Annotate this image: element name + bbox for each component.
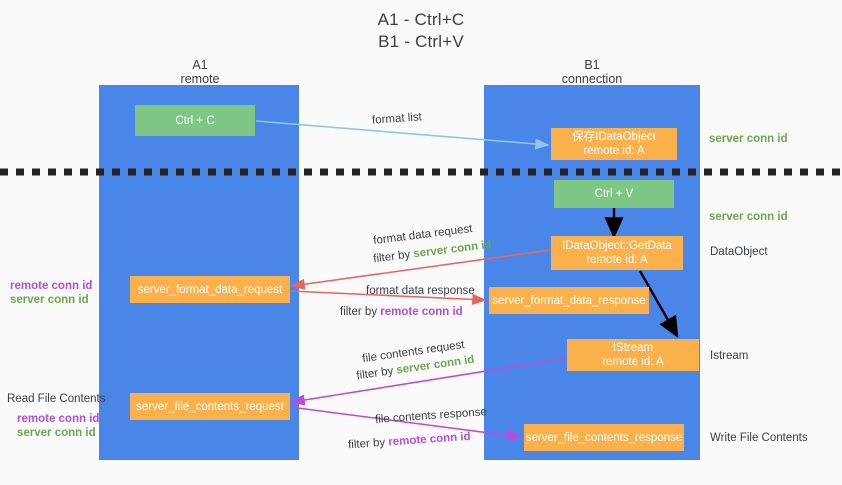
filter-key-remote-conn-id: remote conn id xyxy=(387,430,471,449)
box-idataobject-getdata[interactable]: IDataObject::GetData remote id: A xyxy=(551,236,683,270)
box-save-idataobject-line2: remote id: A xyxy=(583,145,645,157)
box-ctrl-c-label: Ctrl + C xyxy=(175,114,215,127)
edge-label-file-contents-response: file contents response xyxy=(374,406,488,426)
label-right-dataobject: DataObject xyxy=(710,246,768,258)
edge-label-format-data-response: format data response xyxy=(366,285,475,297)
label-left-read-file-contents: Read File Contents xyxy=(7,393,106,405)
column-header-a1: A1 remote xyxy=(115,58,285,86)
box-server-file-contents-request[interactable]: server_file_contents_request xyxy=(130,393,290,420)
box-server-file-contents-request-label: server_file_contents_request xyxy=(136,400,284,413)
box-istream-line2: remote id: A xyxy=(602,356,664,368)
column-b1-role: connection xyxy=(561,72,623,86)
diagram-title-line2: B1 - Ctrl+V xyxy=(378,32,464,51)
box-ctrl-c[interactable]: Ctrl + C xyxy=(135,105,255,136)
column-a1-role: remote xyxy=(180,72,220,86)
diagram-title-line1: A1 - Ctrl+C xyxy=(377,10,465,29)
box-idataobject-getdata-line1: IDataObject::GetData xyxy=(562,240,672,252)
box-ctrl-v-label: Ctrl + V xyxy=(594,188,634,200)
box-istream-line1: IStream xyxy=(612,342,654,354)
column-b1-name: B1 xyxy=(584,58,600,72)
edge-label-file-contents-response-filter: filter by remote conn id xyxy=(348,430,471,453)
column-a1-name: A1 xyxy=(192,58,208,72)
edge-label-format-data-response-filter: filter by remote conn id xyxy=(340,305,463,319)
label-right-write-file-contents: Write File Contents xyxy=(710,432,808,444)
label-right-server-conn-id-1: server conn id xyxy=(709,133,788,145)
box-server-file-contents-response[interactable]: server_file_contents_response xyxy=(524,424,684,451)
box-server-format-data-response-label: server_format_data_response xyxy=(492,294,646,307)
box-save-idataobject-line1: 保存IDataObject xyxy=(572,131,656,143)
filter-key-remote-conn-id: remote conn id xyxy=(380,306,463,318)
label-left-remote-conn-id-2: remote conn id xyxy=(17,413,100,425)
box-save-idataobject[interactable]: 保存IDataObject remote id: A xyxy=(551,128,677,160)
label-right-server-conn-id-2: server conn id xyxy=(709,211,788,223)
label-left-server-conn-id-1: server conn id xyxy=(10,294,89,306)
box-server-format-data-request[interactable]: server_format_data_request xyxy=(130,276,290,303)
filter-key-server-conn-id: server conn id xyxy=(412,238,493,261)
filter-prefix: filter by xyxy=(372,248,415,266)
box-istream[interactable]: IStream remote id: A xyxy=(567,339,699,371)
filter-prefix: filter by xyxy=(340,306,381,318)
label-left-remote-conn-id-1: remote conn id xyxy=(10,280,93,292)
box-server-format-data-response[interactable]: server_format_data_response xyxy=(489,287,649,314)
column-header-b1: B1 connection xyxy=(507,58,677,86)
label-right-istream: Istream xyxy=(710,350,749,362)
label-left-server-conn-id-2: server conn id xyxy=(17,427,96,439)
box-server-format-data-request-label: server_format_data_request xyxy=(137,283,283,296)
box-idataobject-getdata-line2: remote id: A xyxy=(586,254,648,266)
box-server-file-contents-response-label: server_file_contents_response xyxy=(525,431,683,444)
filter-prefix: filter by xyxy=(355,364,398,383)
filter-prefix: filter by xyxy=(347,436,389,452)
edge-label-format-list: format list xyxy=(371,111,423,127)
box-ctrl-v[interactable]: Ctrl + V xyxy=(554,180,674,208)
